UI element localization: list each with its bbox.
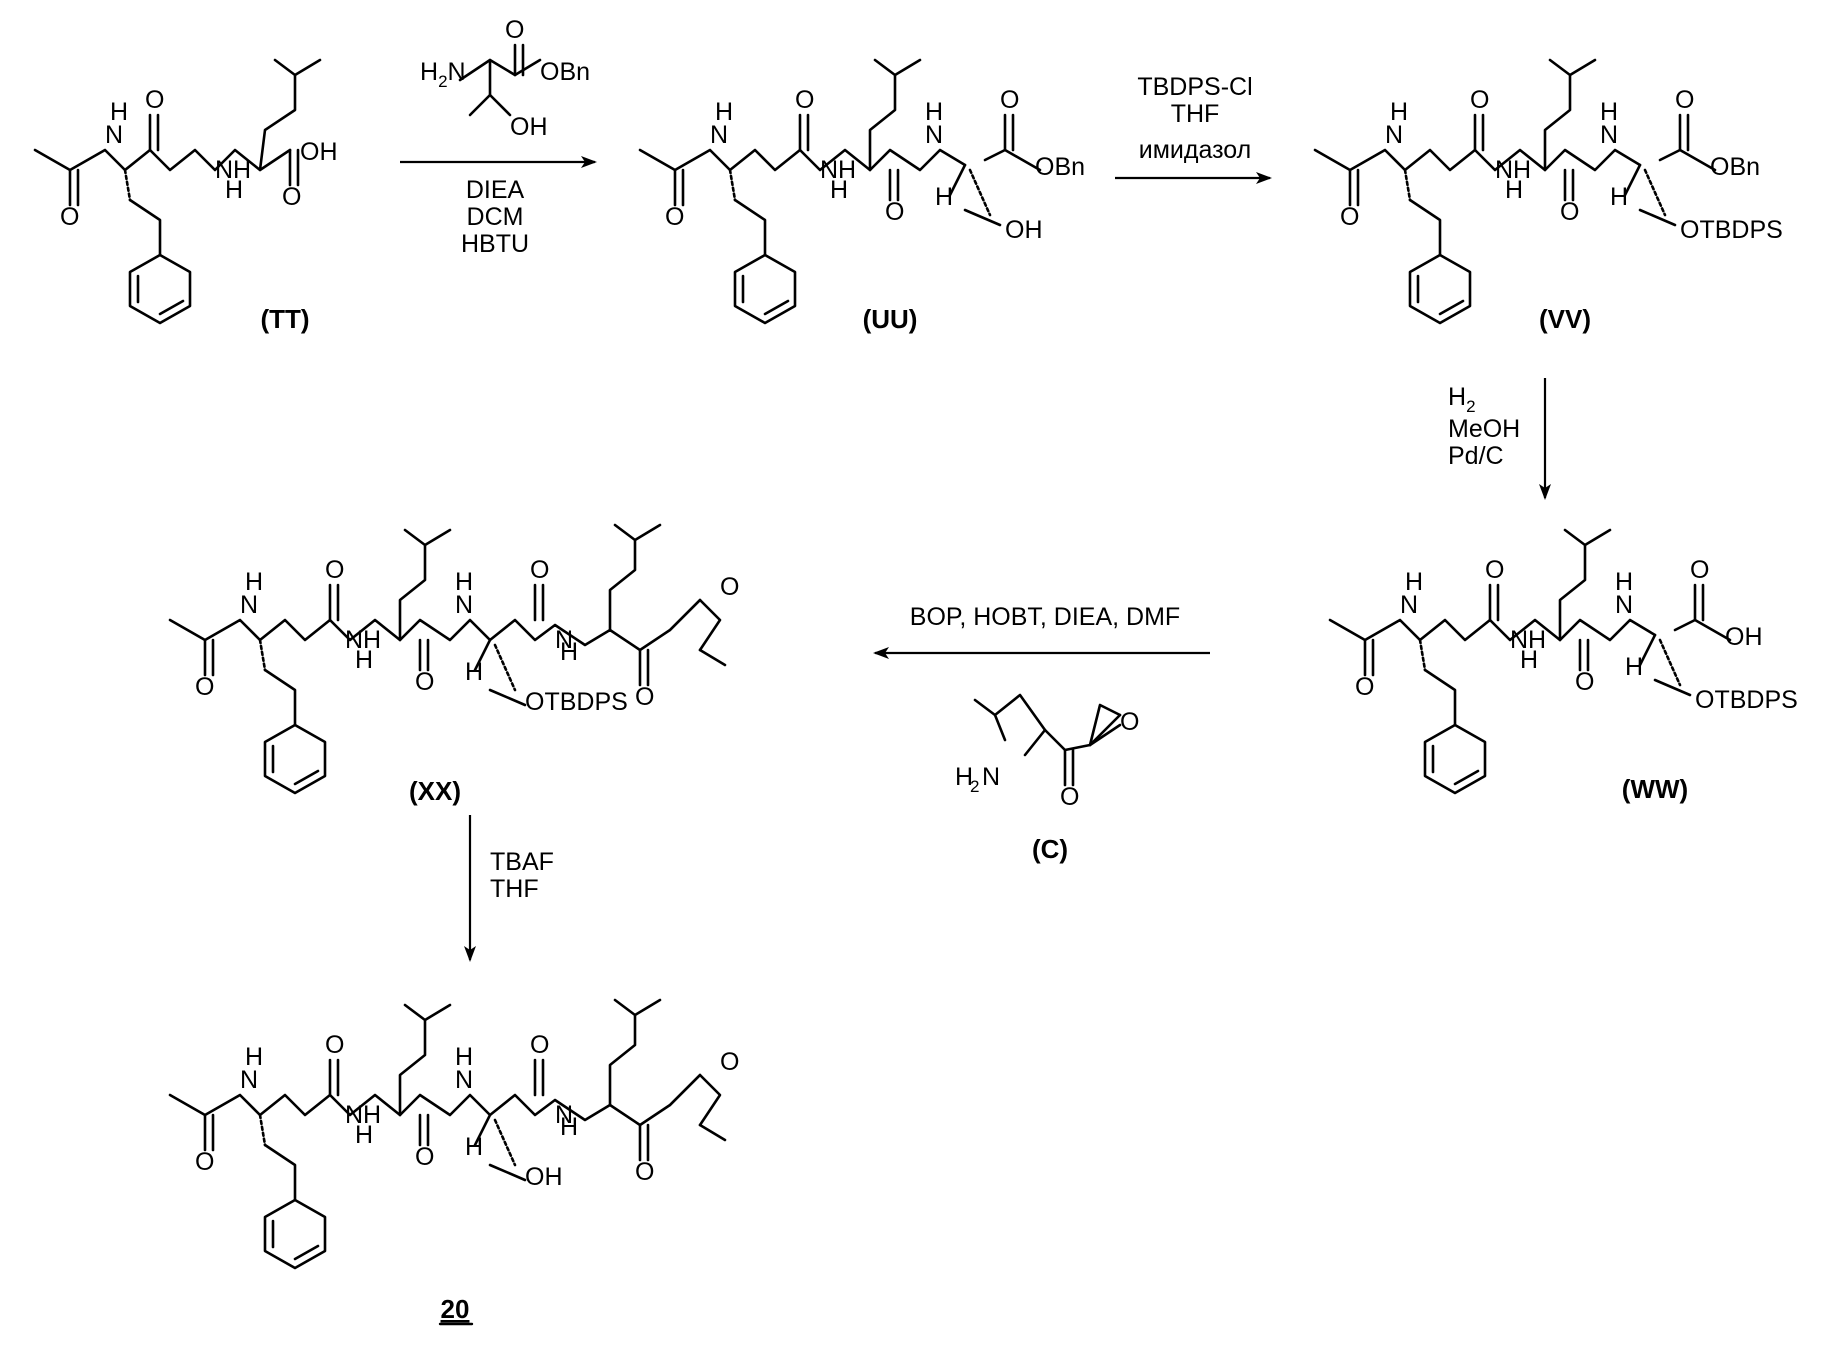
svg-text:N: N <box>555 626 573 654</box>
svg-text:OTBDPS: OTBDPS <box>1695 686 1798 714</box>
svg-text:H: H <box>225 176 243 204</box>
svg-text:O: O <box>795 86 814 114</box>
compound-label-uu: (UU) <box>863 304 918 334</box>
svg-text:H: H <box>465 1133 483 1161</box>
svg-text:O: O <box>1060 783 1079 811</box>
reagent-step1-line2: DCM <box>467 203 524 231</box>
reagent-step5-line1: TBAF <box>490 848 554 876</box>
compound-20-structure: H N O O NH H O H N O H N O O H OH <box>170 1000 739 1268</box>
svg-text:N: N <box>1615 591 1633 619</box>
svg-text:O: O <box>885 198 904 226</box>
svg-text:O: O <box>665 203 684 231</box>
reagent-step3-line1: H2 <box>1448 383 1476 416</box>
svg-text:O: O <box>1690 556 1709 584</box>
svg-text:2: 2 <box>970 777 979 796</box>
reagent-step3-line3: Pd/C <box>1448 442 1504 470</box>
svg-text:OBn: OBn <box>540 58 590 86</box>
svg-text:H: H <box>465 658 483 686</box>
svg-text:H: H <box>1505 176 1523 204</box>
compound-vv-structure: H N O O NH H O H N O OBn H OTBDPS <box>1315 60 1783 323</box>
svg-text:O: O <box>720 1048 739 1076</box>
svg-text:N: N <box>1600 121 1618 149</box>
compound-label-ww: (WW) <box>1622 774 1688 804</box>
svg-text:O: O <box>635 683 654 711</box>
reagent-threonine-ester: H2N O OBn OH <box>420 16 590 141</box>
svg-text:H: H <box>1625 653 1643 681</box>
svg-text:O: O <box>195 1148 214 1176</box>
svg-text:O: O <box>1575 668 1594 696</box>
svg-text:H2N: H2N <box>420 58 466 91</box>
svg-text:O: O <box>195 673 214 701</box>
compound-ww-structure: H N O O NH H O H N O OH H OTBDPS <box>1330 530 1798 793</box>
svg-text:N: N <box>455 1066 473 1094</box>
svg-text:N: N <box>105 121 123 149</box>
svg-text:N: N <box>925 121 943 149</box>
reagent-step2-line1: TBDPS-Cl <box>1137 73 1252 101</box>
svg-text:H: H <box>830 176 848 204</box>
svg-text:O: O <box>415 668 434 696</box>
svg-text:O: O <box>1355 673 1374 701</box>
svg-text:O: O <box>1120 708 1139 736</box>
svg-text:OH: OH <box>510 113 548 141</box>
svg-text:O: O <box>325 556 344 584</box>
svg-text:N: N <box>240 591 258 619</box>
compound-tt-structure: H N O O NH H O OH <box>35 60 338 323</box>
svg-text:OTBDPS: OTBDPS <box>525 688 628 716</box>
svg-text:O: O <box>1340 203 1359 231</box>
svg-text:OBn: OBn <box>1710 153 1760 181</box>
reagent-step3-line2: MeOH <box>1448 415 1520 443</box>
svg-text:O: O <box>1675 86 1694 114</box>
svg-text:H: H <box>1520 646 1538 674</box>
svg-text:O: O <box>720 573 739 601</box>
svg-text:O: O <box>1470 86 1489 114</box>
reagent-step5-line2: THF <box>490 875 539 903</box>
svg-text:O: O <box>145 86 164 114</box>
svg-text:OH: OH <box>525 1163 563 1191</box>
svg-text:O: O <box>635 1158 654 1186</box>
svg-text:N: N <box>240 1066 258 1094</box>
svg-text:N: N <box>555 1101 573 1129</box>
svg-text:N: N <box>982 763 1000 791</box>
svg-text:O: O <box>530 1031 549 1059</box>
svg-text:N: N <box>455 591 473 619</box>
svg-text:O: O <box>282 183 301 211</box>
svg-text:O: O <box>60 203 79 231</box>
svg-text:H: H <box>355 646 373 674</box>
compound-label-xx: (XX) <box>409 776 461 806</box>
reagent-step2-line2: THF <box>1171 100 1220 128</box>
svg-text:OTBDPS: OTBDPS <box>1680 216 1783 244</box>
svg-text:OBn: OBn <box>1035 153 1085 181</box>
svg-text:O: O <box>1485 556 1504 584</box>
compound-uu-structure: H N O O NH H O H N O OBn H OH <box>640 60 1085 323</box>
svg-text:OH: OH <box>1005 216 1043 244</box>
svg-text:O: O <box>325 1031 344 1059</box>
svg-text:O: O <box>530 556 549 584</box>
svg-text:N: N <box>1385 121 1403 149</box>
reagent-step1-line1: DIEA <box>466 176 525 204</box>
compound-label-c: (C) <box>1032 834 1068 864</box>
svg-text:N: N <box>1400 591 1418 619</box>
reagent-step1-line3: HBTU <box>461 230 529 258</box>
compound-c-structure: H 2 N O O <box>955 695 1139 811</box>
compound-label-20: 20 <box>441 1294 470 1324</box>
svg-text:O: O <box>1000 86 1019 114</box>
reagent-step4-text: BOP, HOBT, DIEA, DMF <box>910 603 1180 631</box>
svg-text:OH: OH <box>1725 623 1763 651</box>
svg-text:O: O <box>505 16 524 44</box>
compound-label-vv: (VV) <box>1539 304 1591 334</box>
svg-text:H: H <box>1610 183 1628 211</box>
compound-label-tt: (TT) <box>260 304 309 334</box>
svg-text:O: O <box>415 1143 434 1171</box>
reagent-step2-line3: имидазол <box>1139 136 1251 164</box>
svg-text:O: O <box>1560 198 1579 226</box>
svg-text:H: H <box>355 1121 373 1149</box>
svg-text:H: H <box>935 183 953 211</box>
compound-xx-structure: H N O O NH H O H N O H N O O H OTBDPS <box>170 525 739 793</box>
svg-text:OH: OH <box>300 138 338 166</box>
svg-text:N: N <box>710 121 728 149</box>
